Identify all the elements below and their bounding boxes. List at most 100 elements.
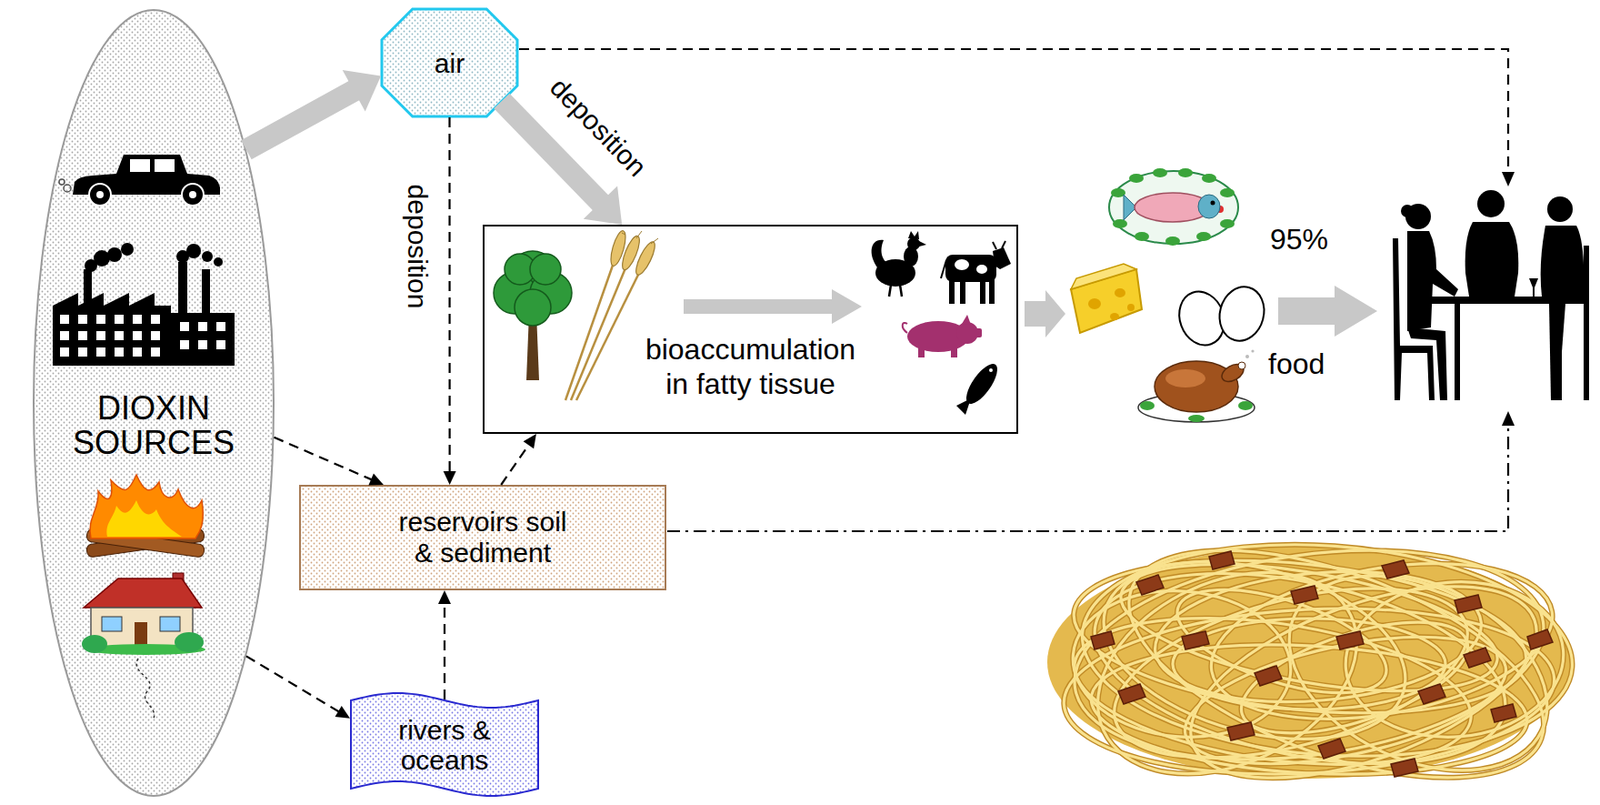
- factory-icon-part-part: [132, 330, 142, 340]
- fish-dish-icon-part-part: [1129, 173, 1144, 183]
- diners-silhouette-part: [1556, 303, 1562, 400]
- factory-icon-part-part: [150, 314, 160, 324]
- connector-line: [443, 602, 446, 700]
- factory-icon-part-part: [180, 321, 190, 331]
- arrow-head: [438, 590, 451, 604]
- wheat-icon-part: [608, 229, 659, 277]
- spaghetti-photo-part: [1060, 503, 1580, 805]
- car-icon-part: [189, 190, 197, 199]
- cheese-icon-part-part: [1088, 298, 1101, 310]
- car-icon-part: [96, 190, 104, 199]
- edge-label: deposition: [400, 181, 434, 312]
- fish-dish-icon-part-part: [1220, 188, 1235, 198]
- factory-icon-part-part: [60, 347, 70, 357]
- spaghetti-photo-part-part: [1254, 665, 1282, 686]
- factory-icon-part-part: [96, 330, 106, 340]
- chicken-icon-part: [889, 284, 891, 297]
- water-banner: rivers & oceans: [350, 691, 540, 797]
- cow-icon-part: [954, 259, 970, 270]
- cheese-icon-part: [1088, 288, 1135, 320]
- cheese-icon-part: [1070, 263, 1137, 290]
- chicken-icon-part: [907, 237, 920, 250]
- spaghetti-photo-part-part: [1390, 758, 1419, 777]
- factory-icon-part-part: [78, 330, 88, 340]
- node-text: reservoirs soil & sediment: [395, 506, 570, 570]
- pig-icon-part: [974, 328, 982, 338]
- wheat-icon-part-part: [570, 263, 628, 400]
- pig-icon-part: [950, 347, 958, 358]
- wheat-icon-part: [565, 260, 641, 400]
- reservoir-box-border: [300, 485, 666, 590]
- tree-icon-part: [493, 250, 572, 326]
- factory-icon-part-part: [180, 340, 190, 350]
- flow-connector: [443, 117, 457, 485]
- food-chain-arrow: [1024, 290, 1066, 338]
- house-icon-part: [174, 631, 204, 652]
- turkey-icon-part: [1245, 354, 1250, 359]
- fish-dish-icon-part-part: [1112, 219, 1128, 229]
- fish-icon: [956, 359, 1003, 415]
- diners-silhouette-part: [1477, 190, 1505, 218]
- arrow-head: [583, 185, 622, 225]
- diners-silhouette-part: [1407, 327, 1448, 400]
- wheat-icon-part-part: [632, 239, 659, 277]
- fish-dish-icon-part: [1110, 168, 1235, 246]
- fish-dish-icon-part-part: [1220, 219, 1235, 229]
- pig-icon-part: [961, 314, 971, 325]
- node-text: bioaccumulation in fatty tissue: [634, 331, 868, 402]
- exposure-line-part: [1501, 171, 1515, 187]
- connector-line: [500, 443, 530, 485]
- cheese-icon-part-part: [1110, 312, 1120, 320]
- fish-dish-icon: [1109, 168, 1239, 246]
- factory-icon-part-part: [198, 340, 208, 350]
- turkey-icon-part-part: [1140, 400, 1155, 410]
- spaghetti-photo-part-part: [1318, 738, 1346, 759]
- car-icon-part: [181, 183, 204, 206]
- factory-icon-part-part: [132, 314, 142, 324]
- diners-silhouette-part: [1529, 278, 1539, 297]
- flow-connector: [273, 437, 383, 486]
- connector-line: [448, 117, 450, 473]
- wheat-icon-part-part: [565, 260, 615, 400]
- fish-dish-icon-part: [1198, 194, 1220, 219]
- exposure-line-part: [1501, 410, 1515, 426]
- eggs-icon: [1171, 281, 1270, 352]
- bioaccumulation-arrow: [683, 289, 862, 324]
- cow-icon-part: [980, 278, 986, 304]
- factory-icon-part-part: [78, 347, 88, 357]
- flow-connector: [500, 433, 537, 485]
- flow-connector: [438, 590, 451, 700]
- spaghetti-photo-part-part: [1381, 560, 1410, 579]
- flow-connector: [246, 655, 350, 718]
- spaghetti-photo-part-part: [1527, 629, 1553, 650]
- wheat-icon: [565, 229, 659, 400]
- turkey-icon-part: [1219, 360, 1248, 386]
- diners-silhouette-part: [1400, 204, 1414, 218]
- diners-silhouette-part: [1423, 296, 1590, 304]
- arrow-head: [342, 70, 381, 112]
- factory-icon-part: [60, 314, 226, 357]
- exposure-line-part: [519, 49, 1509, 173]
- house-icon-part: [101, 616, 122, 631]
- process-box-border: [483, 225, 1018, 433]
- factory-icon-part-part: [78, 314, 88, 324]
- cow-icon-part: [1001, 240, 1006, 249]
- pig-icon-part: [918, 347, 925, 358]
- spaghetti-photo-part: [1090, 550, 1553, 777]
- factory-icon-part: [186, 243, 201, 259]
- pig-icon-part: [902, 322, 908, 333]
- turkey-icon-part: [1165, 369, 1206, 388]
- fish-dish-icon-part-part: [1196, 231, 1211, 241]
- wheat-icon-part-part: [576, 269, 641, 400]
- node-text: rivers & oceans: [395, 714, 494, 775]
- connector-line: [246, 655, 340, 711]
- diners-silhouette-part: [1540, 225, 1585, 297]
- factory-icon-part-part: [114, 347, 124, 357]
- factory-icon-part: [170, 312, 235, 366]
- cow-icon: [940, 240, 1011, 304]
- air-octagon-border: [381, 9, 518, 117]
- factory-icon-part: [201, 250, 213, 262]
